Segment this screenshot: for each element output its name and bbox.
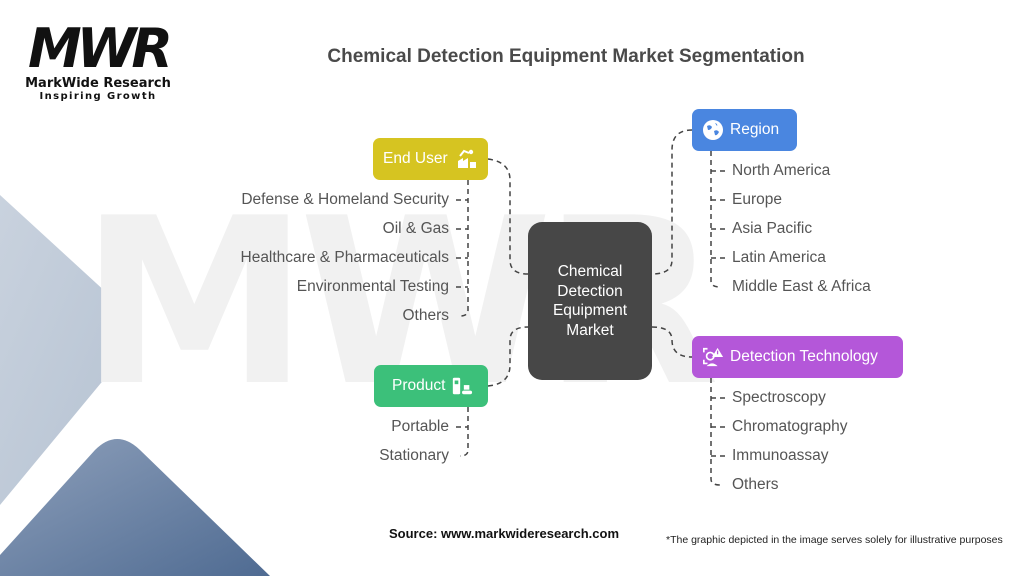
list-item: Oil & Gas: [382, 220, 449, 237]
list-item: Healthcare & Pharmaceuticals: [240, 249, 450, 266]
list-item: Others: [732, 476, 779, 493]
center-line: Chemical: [557, 263, 623, 280]
list-item: Stationary: [379, 447, 449, 464]
segment-end-user: End User: [373, 138, 488, 180]
list-item: Environmental Testing: [296, 278, 449, 295]
source-text: Source: www.markwideresearch.com: [389, 526, 620, 541]
segment-region: Region: [692, 109, 797, 151]
connector-product-trunk: [459, 407, 469, 457]
connector-tech-trunk: [710, 378, 721, 486]
segment-label: Product: [392, 377, 446, 394]
connector-enduser-trunk: [459, 180, 469, 317]
logo-tagline: Inspiring Growth: [39, 91, 157, 102]
connector-region-trunk: [710, 151, 721, 288]
bg-light-diamond: [0, 195, 133, 505]
list-item: Others: [402, 307, 449, 324]
center-line: Market: [566, 321, 614, 339]
hazard-scan-icon: [702, 346, 724, 368]
segment-label: Region: [730, 121, 780, 138]
segment-detection-technology: Detection Technology: [692, 336, 903, 378]
logo-company-name: MarkWide Research: [25, 76, 171, 91]
connector-product-center: [487, 326, 529, 387]
segment-product: Product: [374, 365, 488, 407]
page-title: Chemical Detection Equipment Market Segm…: [327, 46, 805, 67]
bg-dark-diamond: [0, 439, 270, 576]
center-line: Detection: [557, 282, 623, 300]
segment-label: End User: [383, 150, 448, 167]
device-conveyor-icon: [451, 375, 473, 397]
factory-robot-arm-icon: [456, 148, 478, 170]
connector-region-center: [651, 129, 693, 275]
list-item: Immunoassay: [732, 447, 829, 464]
list-item: Spectroscopy: [732, 389, 826, 406]
list-item: Defense & Homeland Security: [241, 191, 449, 208]
logo: MWR MarkWide Research Inspiring Growth: [18, 17, 178, 103]
list-item: Asia Pacific: [732, 220, 813, 237]
list-item: Chromatography: [732, 418, 848, 435]
list-item: Europe: [732, 191, 782, 208]
disclaimer-text: *The graphic depicted in the image serve…: [666, 534, 1003, 546]
connector-enduser-center: [487, 158, 529, 275]
connector-tech-center: [651, 326, 693, 358]
center-line: Equipment: [552, 302, 628, 319]
segment-label: Detection Technology: [730, 348, 878, 365]
center-node: Chemical Detection Equipment Market: [528, 222, 652, 380]
list-item: Portable: [391, 418, 449, 435]
list-item: Middle East & Africa: [732, 278, 871, 295]
logo-mark: MWR: [28, 17, 173, 80]
globe-icon: [702, 119, 724, 141]
list-item: Latin America: [732, 249, 826, 266]
list-item: North America: [732, 162, 831, 179]
